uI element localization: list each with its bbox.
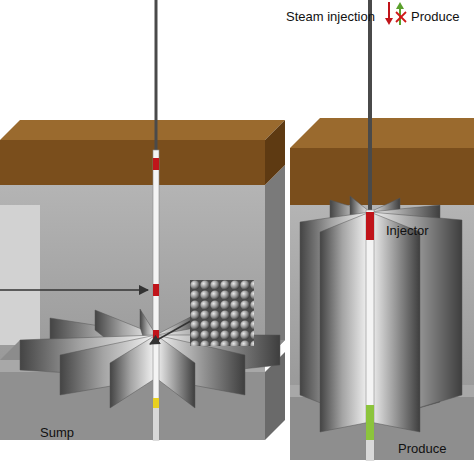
left-caprock-slab-part: [0, 120, 285, 140]
left-well-part: [153, 158, 159, 170]
left-leaders-part: [150, 318, 196, 344]
left-reservoir-block-part: [0, 205, 40, 345]
right-fractures-part: [370, 212, 420, 432]
right-well-part: [366, 440, 374, 460]
flow-direction-arrows-part: [385, 18, 393, 25]
left-leaders: [0, 290, 196, 344]
left-well: [153, 0, 159, 440]
callout-label: Produce: [398, 441, 446, 456]
left-well-part: [155, 0, 158, 152]
right-well-part: [368, 0, 372, 212]
right-caprock-slab: [290, 118, 474, 205]
flow-direction-arrows: [385, 2, 406, 25]
callout-label: Steam injection: [286, 9, 375, 24]
callout-label: Produce: [411, 9, 459, 24]
right-well-part: [366, 210, 374, 460]
left-leaders-part: [0, 289, 148, 291]
left-well-part: [153, 150, 159, 440]
flow-direction-arrows-part: [396, 2, 404, 9]
flow-direction-arrows-part: [396, 12, 406, 22]
right-well: [366, 0, 374, 460]
left-well-part: [153, 398, 159, 408]
callout-label: Sump: [40, 425, 74, 440]
left-reservoir-block-part: [265, 165, 285, 360]
left-reservoir-block: [0, 165, 285, 440]
bead-pack-inset-part: [190, 280, 254, 346]
left-well-part: [153, 408, 159, 440]
left-caprock-slab-part: [0, 140, 265, 185]
left-fractures-part: [110, 335, 156, 408]
left-caprock-slab-part: [265, 120, 285, 185]
right-caprock-slab-part: [290, 118, 474, 148]
left-fractures-part: [156, 335, 195, 408]
flow-direction-arrows-part: [388, 2, 390, 20]
flow-direction-arrows-part: [396, 12, 406, 22]
right-well-part: [366, 212, 374, 240]
left-well-part: [153, 284, 159, 296]
bead-pack-inset: [190, 280, 254, 346]
right-caprock-slab-part: [290, 148, 474, 205]
left-caprock-slab: [0, 120, 285, 185]
right-well-part: [366, 405, 374, 440]
right-reservoir-block: [290, 205, 474, 460]
callout-label: Injector: [386, 223, 429, 238]
right-fractures: [300, 196, 462, 432]
right-fractures-part: [320, 212, 370, 432]
